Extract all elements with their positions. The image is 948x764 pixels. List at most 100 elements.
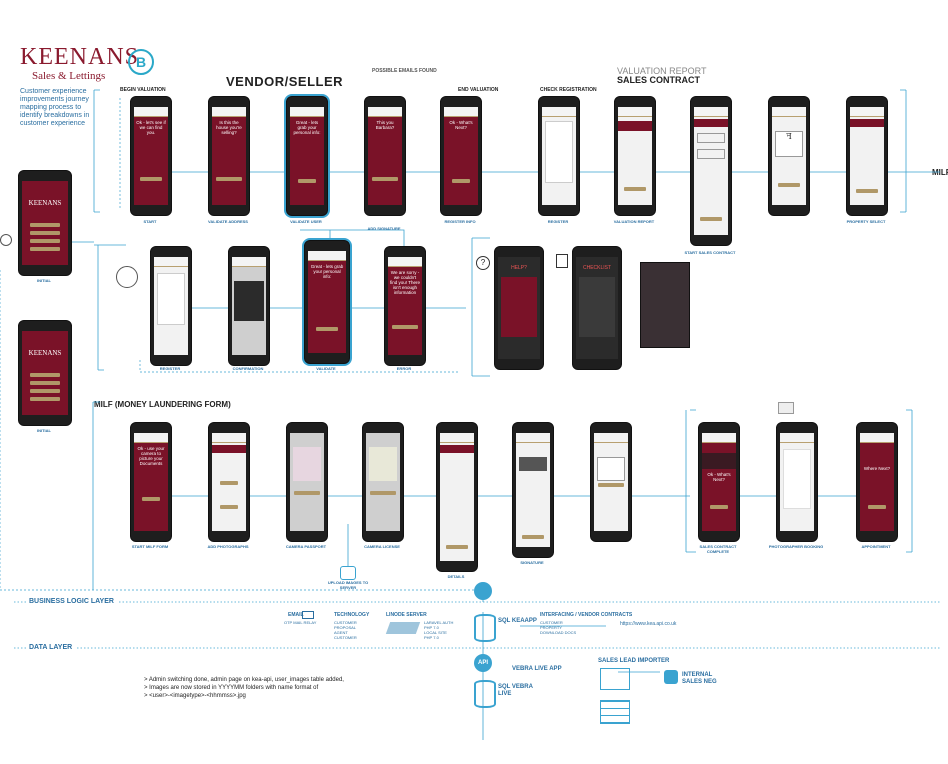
phone-signature-contract[interactable]: ꟻ	[768, 96, 810, 216]
phone-help[interactable]: HELP?	[494, 246, 544, 370]
database-icon-vebra	[474, 680, 496, 708]
milf-start-text: Ok - use your camera to picture your Doc…	[137, 446, 165, 466]
technology-item-3: AGENT	[334, 630, 348, 635]
label-add-photographs: ADD PHOTOGRAPHS	[207, 544, 249, 549]
label-add-signature: ADD SIGNATURE	[367, 226, 401, 231]
add-signature-text: This you Barbara?	[375, 120, 395, 130]
phone-add-signature[interactable]: This you Barbara?	[364, 96, 406, 216]
milf-edge-label: MILF	[932, 168, 948, 177]
clipboard-icon	[556, 254, 568, 268]
change-note-1: > Admin switching done, admin page on ke…	[144, 677, 344, 683]
phone-property-select[interactable]	[846, 96, 888, 216]
keenans-logo: KEENANS	[20, 44, 139, 70]
linode-item-3: LOCAL SITE	[424, 630, 447, 635]
email-item: OTP MAIL RELAY	[284, 620, 317, 625]
phone-validate-address[interactable]: Is this the house you're selling?	[208, 96, 250, 216]
phone-register-info[interactable]: Ok - What's Next?	[440, 96, 482, 216]
change-note-3: > <user>-<imagetype>-<hhmmss>.jpg	[144, 693, 246, 699]
technology-item-2: PROPOSAL	[334, 625, 357, 630]
sales-contract-heading: SALES CONTRACT	[617, 75, 700, 85]
technology-item-1: CUSTOMER	[334, 620, 357, 625]
camera-icon	[778, 402, 794, 414]
phone-register-mid[interactable]	[150, 246, 192, 366]
sales-lead-importer: SALES LEAD IMPORTER	[598, 658, 670, 664]
phone-start-sales-contract[interactable]	[690, 96, 732, 246]
phone-signature-pad[interactable]	[590, 422, 632, 542]
error-text: We are sorry - we couldn't find you! The…	[390, 270, 420, 295]
label-validate-address: VALIDATE ADDRESS	[208, 219, 248, 224]
interfacing-url[interactable]: https://www.kea.api.co.uk	[620, 621, 677, 627]
user-icon	[0, 234, 12, 246]
sql-vebra-live: SQL VEBRA LIVE	[498, 684, 533, 697]
valuation-report-heading: VALUATION REPORT	[617, 66, 707, 76]
label-details: DETAILS	[447, 574, 465, 579]
linode-heading: LINODE SERVER	[386, 612, 427, 618]
check-registration-label: CHECK REGISTRATION	[540, 87, 597, 93]
label-register: REGISTER	[547, 219, 569, 224]
interfacing-item-1: CUSTOMER	[540, 620, 563, 625]
label-photographer-booking: PHOTOGRAPHER BOOKING	[768, 544, 824, 549]
label-camera-license: CAMERA LICENSE	[364, 544, 400, 549]
upload-camera-icon	[340, 566, 356, 580]
label-signature: SIGNATURE	[520, 560, 544, 565]
milf-title: MILF (MONEY LAUNDERING FORM)	[94, 400, 231, 409]
label-upload-images: UPLOAD IMAGES TO SERVER	[327, 580, 369, 590]
phone-validate-user[interactable]: Great - lets grab your personal info:	[286, 96, 328, 216]
phone-start[interactable]: Ok - let's see if we can find you.	[130, 96, 172, 216]
label-start-milf: START MILF FORM	[131, 544, 169, 549]
internal-user-icon	[664, 670, 678, 684]
phone-validate[interactable]: Great - lets grab your personal info:	[304, 240, 350, 364]
interfacing-item-2: PROPERTY	[540, 625, 562, 630]
server-icon	[385, 622, 421, 634]
phone-start-milf[interactable]: Ok - use your camera to picture your Doc…	[130, 422, 172, 542]
phone-confirmation[interactable]	[228, 246, 270, 366]
phone-error[interactable]: We are sorry - we couldn't find you! The…	[384, 246, 426, 366]
technology-heading: TECHNOLOGY	[334, 612, 370, 618]
api-node: API	[474, 654, 492, 672]
phone-initial-1: KEENANS	[18, 170, 72, 276]
phone-photographer-booking[interactable]	[776, 422, 818, 542]
phone-sales-contract-complete[interactable]: Ok - What's Next?	[698, 422, 740, 542]
phone-signature[interactable]	[512, 422, 554, 558]
end-valuation-label: END VALUATION	[458, 87, 499, 93]
phone-camera-passport[interactable]	[286, 422, 328, 542]
email-heading: EMAIL	[288, 612, 304, 618]
interfacing-heading: INTERFACING / VENDOR CONTRACTS	[540, 612, 633, 618]
help-icon: ?	[476, 256, 490, 270]
label-start-sales-contract: START SALES CONTRACT	[684, 250, 736, 255]
keenans-logo-sub: Sales & Lettings	[32, 70, 106, 82]
section-badge: B	[128, 49, 154, 75]
label-start: START	[143, 219, 157, 224]
possible-emails-label: POSSIBLE EMAILS FOUND	[372, 68, 437, 74]
phone-add-photographs[interactable]	[208, 422, 250, 542]
register-info-text: Ok - What's Next?	[449, 120, 473, 130]
layer-node-icon	[474, 582, 492, 600]
internal-sales-neg: INTERNAL SALES NEG	[682, 672, 717, 685]
data-layer: DATA LAYER	[26, 644, 76, 651]
validate-text: Great - lets grab your personal info:	[310, 264, 344, 279]
importer-table-icon	[600, 700, 630, 724]
label-valuation-report: VALUATION REPORT	[613, 219, 655, 224]
valuation-guide-card	[640, 262, 690, 348]
appointment-text: Where Next?	[863, 466, 891, 471]
importer-list-icon	[600, 668, 630, 690]
phone-appointment[interactable]: Where Next?	[856, 422, 898, 542]
label-initial-1: INITIAL	[37, 278, 51, 283]
phone-register[interactable]	[538, 96, 580, 216]
checklist-title: CHECKLIST	[582, 265, 612, 271]
vendor-seller-title: VENDOR/SELLER	[226, 74, 344, 89]
vebra-live-app: VEBRA LIVE APP	[512, 666, 562, 672]
linode-item-4: PHP 7.0	[424, 635, 439, 640]
phone-valuation-report[interactable]	[614, 96, 656, 216]
technology-item-4: CUSTOMER	[334, 635, 357, 640]
label-appointment: APPOINTMENT	[861, 544, 891, 549]
business-logic-layer: BUSINESS LOGIC LAYER	[26, 598, 117, 605]
help-title: HELP?	[511, 265, 527, 271]
phone-camera-license[interactable]	[362, 422, 404, 542]
label-register-mid: REGISTER	[159, 366, 181, 371]
phone-initial-2: KEENANS	[18, 320, 72, 426]
validate-address-text: Is this the house you're selling?	[216, 120, 242, 135]
label-validate: VALIDATE	[316, 366, 336, 371]
phone-details[interactable]	[436, 422, 478, 572]
phone-checklist[interactable]: CHECKLIST	[572, 246, 622, 370]
